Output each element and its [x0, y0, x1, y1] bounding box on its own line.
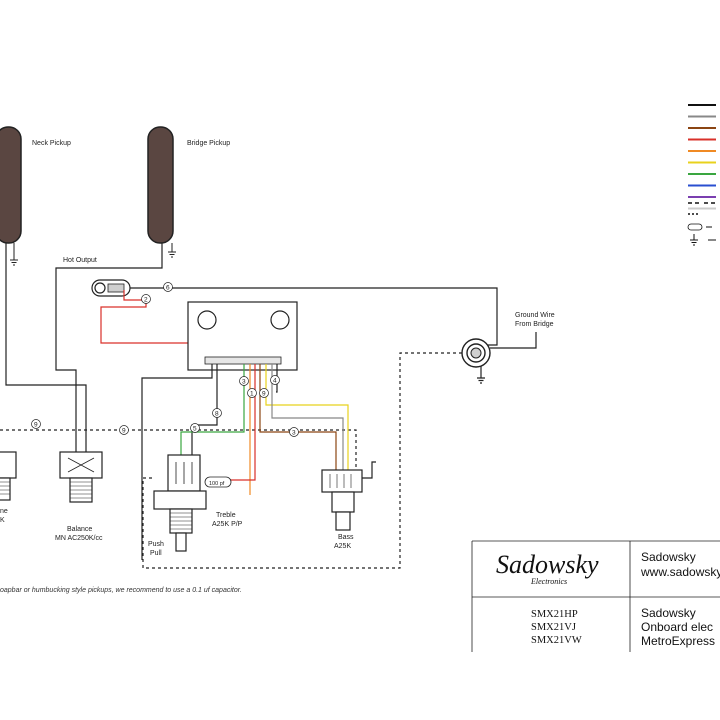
output-jack-plate	[91, 279, 131, 297]
balance-label-2: MN AC250K/cc	[55, 535, 103, 542]
board-lead-black-2	[276, 364, 278, 393]
wire-number-2: 2	[144, 297, 148, 304]
bridge-pickup	[147, 126, 174, 244]
wire-number-3a: 3	[242, 379, 246, 386]
wire-number-9b: 9	[122, 428, 126, 435]
neck-pickup	[0, 126, 22, 244]
treble-label-1: Treble	[216, 512, 236, 519]
wire-number-1: 1	[250, 391, 254, 398]
wire-number-9c: 9	[262, 391, 266, 398]
neck-pickup-label: Neck Pickup	[32, 140, 71, 147]
preamp-board	[187, 301, 298, 371]
model-3: SMX21VW	[531, 635, 582, 646]
ground-loop-dashed	[142, 352, 462, 569]
bass-ground-lead	[362, 461, 376, 479]
ground-wire-label-2: From Bridge	[515, 321, 554, 328]
bridge-pickup-label: Bridge Pickup	[187, 140, 230, 147]
board-lead-dark	[191, 364, 218, 455]
wire-number-6: 6	[166, 285, 170, 292]
board-lead-red	[230, 364, 256, 481]
model-2: SMX21VJ	[531, 622, 576, 633]
wire-number-5: 5	[193, 426, 197, 433]
bass-label-1: Bass	[338, 534, 354, 541]
treble-label-2: A25K P/P	[212, 521, 243, 528]
balance-pot	[59, 451, 103, 503]
output-jack	[461, 338, 491, 368]
treble-pot	[153, 454, 207, 552]
left-pot-label-1: ne	[0, 508, 8, 515]
board-lead-black	[141, 364, 213, 560]
push-label: Push	[148, 541, 164, 548]
sadowsky-logo: Sadowsky	[496, 550, 599, 579]
company-website: www.sadowsky	[640, 565, 720, 579]
description-2: MetroExpress	[641, 634, 715, 648]
ground-bus-dashed	[0, 429, 357, 470]
description-1: Onboard elec	[641, 620, 713, 634]
jack-ground-icon	[477, 366, 485, 384]
capacitor-icon	[204, 476, 232, 488]
title-block	[471, 540, 720, 652]
wire-color-legend	[688, 104, 716, 210]
wire-number-9a: 9	[34, 422, 38, 429]
wire-number-markers: 6 2 9 9 5 8 3 4 1 9 3	[31, 282, 299, 437]
company-name: Sadowsky	[641, 550, 696, 564]
board-lead-green	[180, 364, 245, 455]
model-1: SMX21HP	[531, 609, 578, 620]
capacitor-note: oapbar or humbucking style pickups, we r…	[0, 587, 242, 594]
company-name-2: Sadowsky	[641, 606, 696, 620]
left-pot-label-2: K	[0, 517, 5, 524]
bass-pot	[321, 469, 363, 531]
hot-output-label: Hot Output	[63, 257, 97, 264]
sadowsky-logo-sub: Electronics	[530, 577, 567, 586]
capacitor-label: 100 pf	[209, 481, 225, 487]
balance-label-1: Balance	[67, 526, 92, 533]
wire-number-4: 4	[273, 378, 277, 385]
board-lead-gray	[271, 364, 344, 470]
neck-pickup-lead	[5, 243, 87, 452]
pull-label: Pull	[150, 550, 162, 557]
volume-pot-partial	[0, 451, 17, 501]
ground-wire-label-1: Ground Wire	[515, 312, 555, 319]
legend-symbols	[687, 202, 716, 246]
wire-number-8: 8	[215, 411, 219, 418]
bridge-pickup-lead	[55, 243, 163, 452]
wire-number-3b: 3	[292, 430, 296, 437]
bass-label-2: A25K	[334, 543, 351, 550]
bridge-ground-wire	[490, 332, 537, 349]
ground-symbol	[10, 243, 176, 266]
ground-wire-top	[130, 287, 498, 346]
board-lead-yellow	[265, 364, 349, 470]
